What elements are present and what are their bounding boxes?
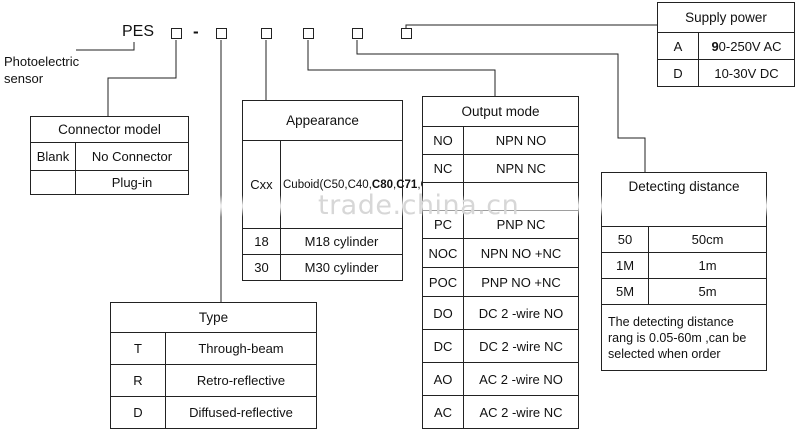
code-prefix: PES bbox=[122, 23, 155, 40]
table-row: 18 M18 cylinder bbox=[242, 228, 403, 255]
distance-desc: 5m bbox=[647, 278, 768, 305]
type-desc: Diffused-reflective bbox=[165, 396, 317, 429]
output-code: DC bbox=[422, 329, 464, 363]
output-desc: NPN NO +NC bbox=[462, 238, 580, 268]
type-title: Type bbox=[110, 302, 317, 333]
output-desc: NPN NC bbox=[462, 154, 580, 183]
table-row: Plug-in bbox=[30, 170, 189, 195]
distance-code: 1M bbox=[601, 252, 649, 279]
code-dash: - bbox=[193, 22, 199, 41]
appearance-desc: M18 cylinder bbox=[280, 228, 403, 255]
distance-note: The detecting distance rang is 0.05-60m … bbox=[600, 304, 768, 371]
output-code: NC bbox=[422, 154, 464, 183]
supply-desc: 10-30V DC bbox=[698, 59, 795, 87]
supply-desc-rest: 0-250V AC bbox=[718, 38, 782, 54]
supply-code: D bbox=[657, 59, 699, 87]
output-code: AO bbox=[422, 362, 464, 396]
output-code: NO bbox=[422, 126, 464, 155]
type-code: R bbox=[110, 364, 166, 397]
appearance-code: 30 bbox=[242, 254, 281, 281]
output-desc: NPN NO bbox=[462, 126, 580, 155]
code-slot-appearance bbox=[261, 28, 272, 39]
output-desc: DC 2 -wire NO bbox=[462, 296, 580, 330]
output-desc: AC 2 -wire NC bbox=[462, 395, 580, 429]
sensor-caption: Photoelectric sensor bbox=[4, 54, 80, 86]
code-slot-type bbox=[216, 28, 227, 39]
type-desc: Retro-reflective bbox=[165, 364, 317, 397]
connector-code bbox=[30, 170, 76, 195]
appearance-desc: M30 cylinder bbox=[280, 254, 403, 281]
supply-power-table: Supply power A 90-250V AC D 10-30V DC bbox=[657, 2, 795, 87]
output-code: POC bbox=[422, 267, 464, 297]
output-code: AC bbox=[422, 395, 464, 429]
connector-model-title: Connector model bbox=[30, 116, 189, 143]
table-row: A 90-250V AC bbox=[657, 32, 795, 60]
output-code: NOC bbox=[422, 238, 464, 268]
supply-code: A bbox=[657, 32, 699, 60]
code-slot-supply bbox=[401, 28, 412, 39]
bold-model-code: C71 bbox=[396, 178, 418, 191]
supply-power-title: Supply power bbox=[657, 2, 795, 33]
distance-code: 50 bbox=[601, 226, 649, 253]
type-desc: Through-beam bbox=[165, 332, 317, 365]
connector-desc: Plug-in bbox=[75, 170, 189, 195]
connector-model-table: Connector model Blank No Connector Plug-… bbox=[30, 116, 189, 195]
distance-code: 5M bbox=[601, 278, 649, 305]
type-code: D bbox=[110, 396, 166, 429]
output-desc: PNP NO +NC bbox=[462, 267, 580, 297]
distance-desc: 50cm bbox=[647, 226, 768, 253]
connector-desc: No Connector bbox=[75, 142, 189, 171]
code-slot-connector bbox=[171, 28, 182, 39]
distance-desc: 1m bbox=[647, 252, 768, 279]
connector-code: Blank bbox=[30, 142, 76, 171]
output-code: DO bbox=[422, 296, 464, 330]
table-row: D 10-30V DC bbox=[657, 59, 795, 87]
supply-desc-lead: 9 bbox=[711, 38, 719, 54]
table-row: Blank No Connector bbox=[30, 142, 189, 171]
appearance-code: 18 bbox=[242, 228, 281, 255]
code-slot-output bbox=[303, 28, 314, 39]
bold-model-code: C80 bbox=[371, 178, 394, 191]
appearance-title: Appearance bbox=[242, 100, 403, 141]
code-slot-distance bbox=[352, 28, 363, 39]
output-desc: AC 2 -wire NO bbox=[462, 362, 580, 396]
output-mode-title: Output mode bbox=[421, 96, 580, 127]
watermark-text: trade.china.cn bbox=[318, 190, 520, 221]
output-desc: DC 2 -wire NC bbox=[462, 329, 580, 363]
table-row: 30 M30 cylinder bbox=[242, 254, 403, 281]
blur-band bbox=[0, 195, 800, 217]
supply-desc: 90-250V AC bbox=[698, 32, 795, 60]
type-code: T bbox=[110, 332, 166, 365]
